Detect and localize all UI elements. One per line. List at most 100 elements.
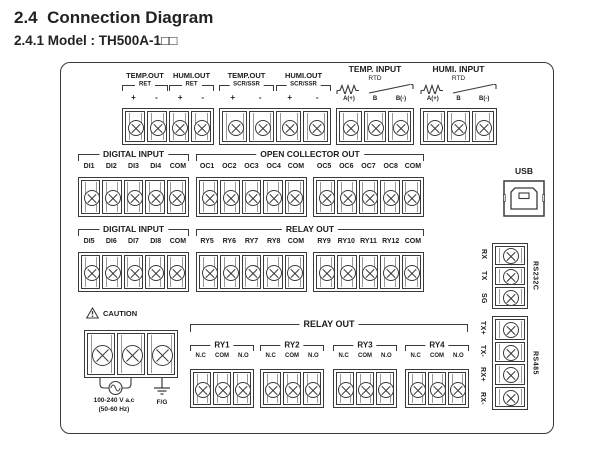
screw-icon <box>451 119 468 136</box>
terminal-label: N.C <box>338 353 349 359</box>
screw-icon <box>83 190 100 206</box>
screw-icon <box>287 265 304 281</box>
screw-icon <box>450 381 466 398</box>
screw-icon <box>410 381 426 398</box>
terminal-cell <box>220 255 240 289</box>
terminal-label: SG <box>480 292 487 304</box>
screw-icon <box>340 190 357 206</box>
terminal-cell <box>339 111 362 142</box>
rtd-symbol <box>336 83 414 94</box>
relay-name: RY1 <box>210 340 234 350</box>
terminal-strip-ry3 <box>333 369 397 408</box>
bracket: DIGITAL INPUT <box>78 149 189 161</box>
group-temp-out-ret: TEMP.OUT RET +- <box>122 71 168 102</box>
group-title: RELAY OUT <box>281 224 339 234</box>
screw-icon <box>281 119 298 136</box>
terminal-label: RY6 <box>222 238 236 245</box>
screw-icon <box>287 190 304 206</box>
terminal-cell <box>358 180 379 214</box>
group-humi-out-ret: HUMI.OUT RET +- <box>169 71 214 102</box>
terminal-cell <box>380 180 400 214</box>
screw-icon <box>105 190 122 206</box>
terminal-cell <box>380 255 400 289</box>
relay-name: RY3 <box>353 340 377 350</box>
terminal-label: OC5 <box>316 163 332 170</box>
screw-icon <box>172 119 188 136</box>
screw-icon <box>404 190 421 206</box>
terminal-label: COM <box>429 353 444 359</box>
terminal-label: COM <box>287 238 305 245</box>
terminal-strip-humi-input <box>420 108 497 145</box>
terminal-strip-rs232c <box>492 243 528 309</box>
terminal-label: TX <box>480 271 487 281</box>
terminal-cell <box>263 180 283 214</box>
screw-icon <box>227 119 244 136</box>
terminal-cell <box>147 111 167 142</box>
terminal-labels: +- <box>276 93 331 102</box>
terminal-label: RX+ <box>479 367 486 383</box>
terminal-cell <box>169 111 189 142</box>
terminal-label: N.C <box>410 353 421 359</box>
terminal-strip-ry9-12 <box>313 252 424 292</box>
bracket: RY3 <box>333 340 397 351</box>
terminal-label: A(+) <box>426 96 439 102</box>
screw-icon <box>404 265 421 281</box>
screw-icon <box>128 119 144 136</box>
terminal-label: + <box>287 93 293 102</box>
terminal-cell <box>102 180 122 214</box>
terminal-label: DI1 <box>83 163 95 170</box>
terminal-cell <box>408 372 426 405</box>
group-title: TEMP.OUT <box>227 71 266 80</box>
terminal-label: OC6 <box>339 163 354 170</box>
terminal-label: RY12 <box>382 238 400 245</box>
terminal-cell <box>145 255 165 289</box>
terminal-label: N.O <box>237 353 249 359</box>
screw-icon <box>427 119 444 136</box>
screw-icon <box>503 248 519 265</box>
terminal-cell <box>495 287 525 307</box>
terminal-cell <box>284 180 305 214</box>
terminal-label: OC4 <box>266 163 281 170</box>
bracket: RELAY OUT <box>190 319 468 332</box>
terminal-cell <box>495 364 525 385</box>
terminal-label: DI5 <box>83 238 95 245</box>
bracket: SCR/SSR <box>276 81 331 91</box>
terminal-label: OC2 <box>222 163 237 170</box>
screw-icon <box>430 381 446 398</box>
screw-icon <box>147 265 164 281</box>
rs485-terminal-labels: TX+TX-RX+RX- <box>475 316 490 410</box>
usb-connector-icon <box>503 180 545 217</box>
screw-icon <box>235 381 251 398</box>
group-sub-label: SCR/SSR <box>229 81 264 88</box>
terminal-cell <box>401 180 422 214</box>
screw-icon <box>265 265 282 281</box>
terminal-strip-di5-8 <box>78 252 189 292</box>
screw-icon <box>83 265 100 281</box>
group-relay-out-bottom: RELAY OUT <box>190 319 468 332</box>
screw-icon <box>150 119 166 136</box>
terminal-label: - <box>155 93 158 102</box>
terminal-cell <box>199 180 219 214</box>
terminal-label: COM <box>287 163 305 170</box>
terminal-label: RY5 <box>200 238 214 245</box>
terminal-label: OC1 <box>199 163 215 170</box>
terminal-cell <box>336 372 354 405</box>
screw-icon <box>126 265 143 281</box>
screw-icon <box>475 119 492 136</box>
terminal-label: DI6 <box>105 238 117 245</box>
terminal-label: COM <box>169 163 187 170</box>
terminal-cell <box>303 111 328 142</box>
subsection-title: 2.4.1 Model : TH500A-1□□ <box>14 33 178 48</box>
screw-icon <box>169 190 186 206</box>
terminal-cell <box>199 255 219 289</box>
terminal-cell <box>263 255 283 289</box>
